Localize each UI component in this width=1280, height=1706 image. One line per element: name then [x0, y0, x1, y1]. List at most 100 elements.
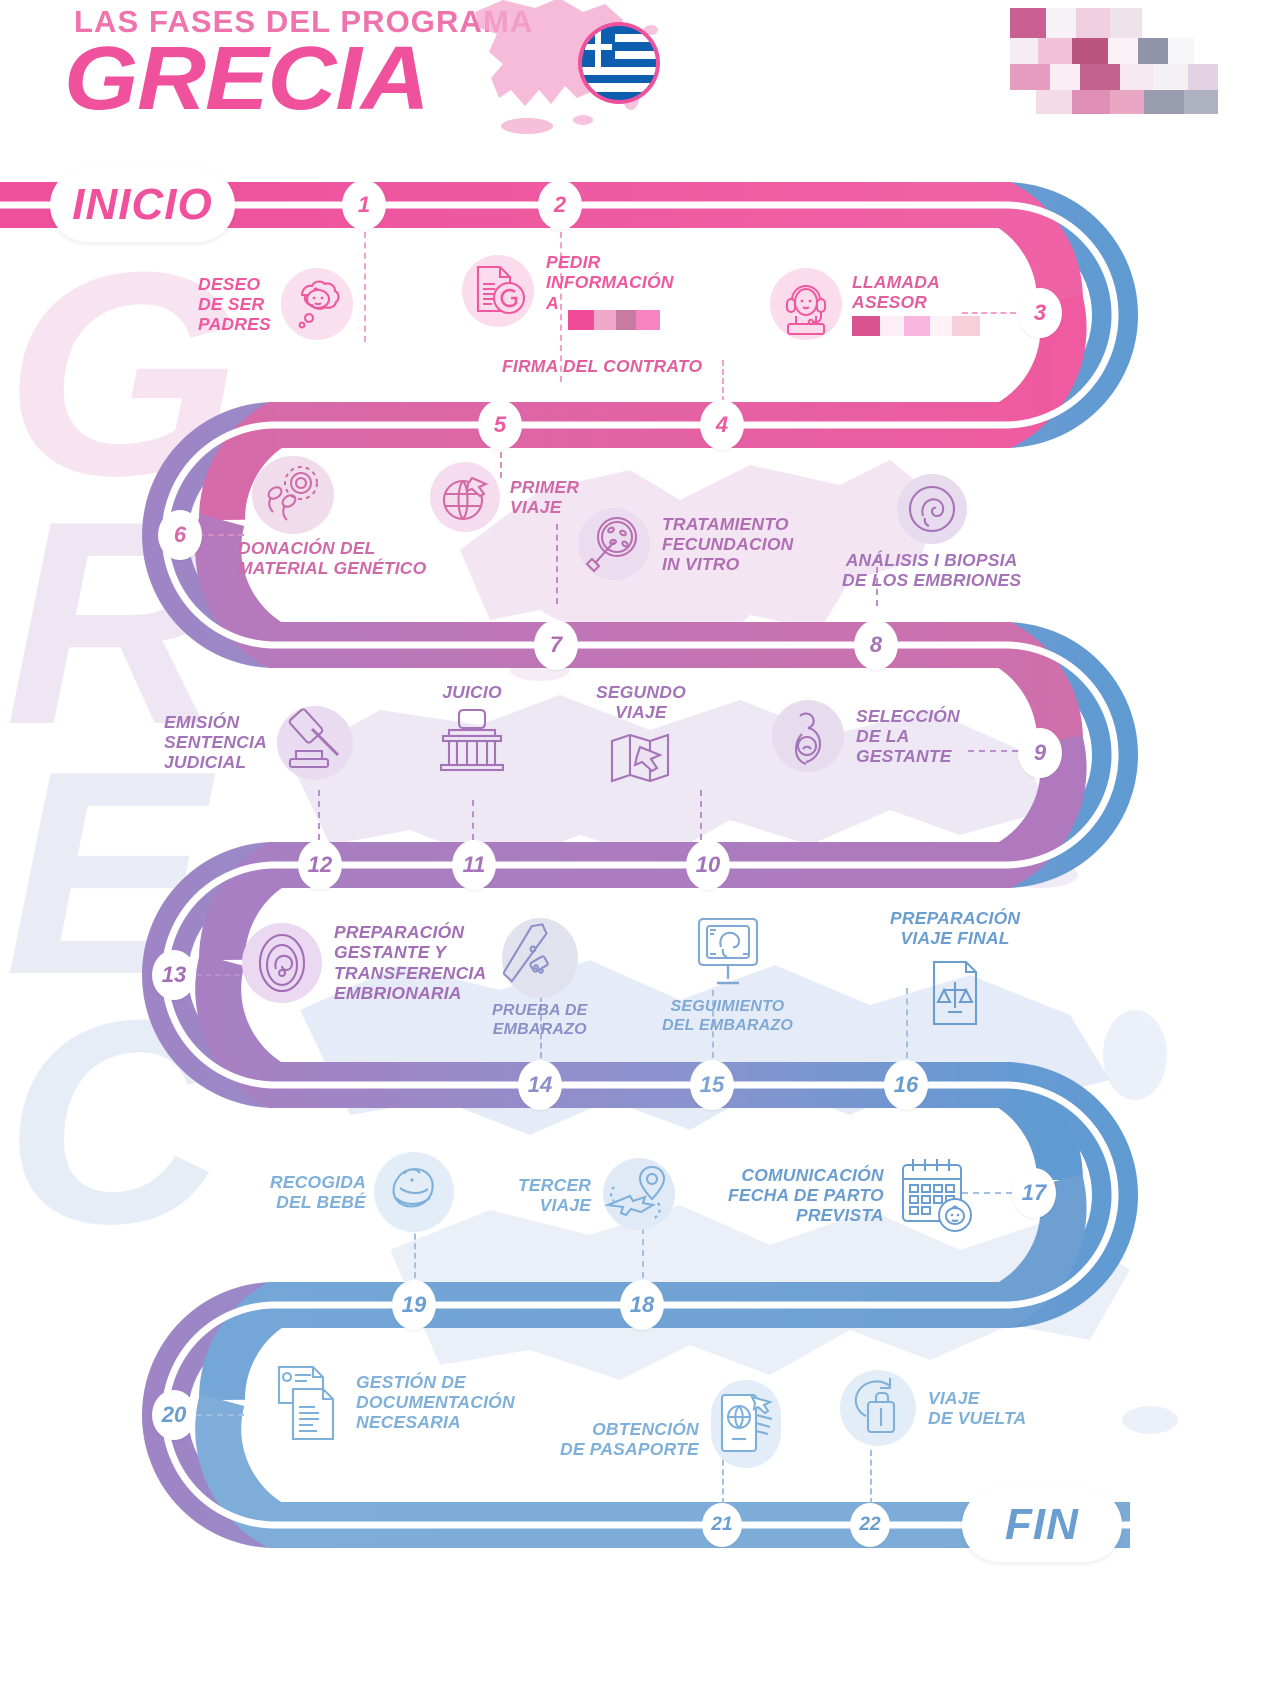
embryo-icon	[896, 474, 967, 544]
step-7[interactable]: TRATAMIENTO FECUNDACION IN VITRO	[578, 508, 794, 580]
step-6[interactable]: DONACIÓN DEL MATERIAL GENÉTICO	[238, 456, 426, 579]
step-number-1: 1	[357, 192, 371, 217]
connector-19	[414, 1224, 416, 1278]
step-badge-17[interactable]: 17	[1012, 1168, 1056, 1218]
step-15[interactable]: SEGUIMIENTO DEL EMBARAZO	[662, 912, 793, 1035]
step-12-label: EMISIÓN SENTENCIA JUDICIAL	[164, 711, 267, 773]
connector-22	[870, 1450, 872, 1504]
globe-plane-icon	[430, 462, 500, 532]
step-8-label: ANÁLISIS I BIOPSIA DE LOS EMBRIONES	[842, 550, 1022, 591]
step-20[interactable]: GESTIÓN DE DOCUMENTACIÓN NECESARIA	[270, 1360, 515, 1444]
connector-1	[364, 232, 366, 342]
step-badge-8[interactable]: 8	[854, 620, 898, 670]
step-5[interactable]: PRIMER VIAJE	[430, 462, 579, 532]
header: LAS FASES DEL PROGRAMA GRECIA	[0, 0, 1280, 160]
document-g-icon	[462, 255, 534, 328]
passport-ticket-icon	[707, 1380, 785, 1468]
step-20-label: GESTIÓN DE DOCUMENTACIÓN NECESARIA	[356, 1371, 515, 1433]
header-subtitle: LAS FASES DEL PROGRAMA	[74, 4, 534, 39]
step-2[interactable]: PEDIR INFORMACIÓN A	[462, 252, 674, 331]
step-15-label: SEGUIMIENTO DEL EMBARAZO	[662, 998, 793, 1034]
step-badge-2[interactable]: 2	[538, 180, 582, 230]
step-5-label: PRIMER VIAJE	[510, 476, 580, 517]
step-badge-13[interactable]: 13	[152, 950, 196, 1000]
step-12[interactable]: EMISIÓN SENTENCIA JUDICIAL	[164, 700, 361, 784]
step-10-label: SEGUNDO VIAJE	[596, 682, 686, 723]
step-badge-12[interactable]: 12	[298, 840, 342, 890]
step-18-label: TERCER VIAJE	[518, 1174, 592, 1215]
step-badge-1[interactable]: 1	[342, 180, 386, 230]
pregnancy-test-icon	[501, 918, 578, 998]
step-21[interactable]: OBTENCIÓN DE PASAPORTE	[560, 1380, 785, 1468]
step-number-9: 9	[1033, 740, 1047, 765]
pregnant-woman-icon	[772, 700, 844, 772]
step-number-4: 4	[715, 412, 729, 437]
sperm-ovule-icon	[252, 456, 334, 534]
documents-icon	[270, 1360, 344, 1444]
step-badge-20[interactable]: 20	[152, 1390, 196, 1440]
page-title: GRECIA	[64, 29, 430, 129]
step-number-22: 22	[859, 1514, 881, 1535]
step-number-12: 12	[307, 852, 333, 877]
step-4[interactable]: FIRMA DEL CONTRATO	[502, 356, 702, 376]
connector-10	[700, 790, 702, 840]
step-14-label: PRUEBA DE EMBARAZO	[492, 1002, 588, 1038]
greece-flag-icon	[578, 22, 660, 104]
step-badge-19[interactable]: 19	[392, 1280, 436, 1330]
step-badge-21[interactable]: 21	[702, 1503, 742, 1547]
step-22-label: VIAJE DE VUELTA	[928, 1387, 1027, 1428]
step-number-17: 17	[1021, 1180, 1047, 1205]
step-badge-3[interactable]: 3	[1018, 288, 1062, 338]
step-17[interactable]: COMUNICACIÓN FECHA DE PARTO PREVISTA	[728, 1152, 980, 1238]
step-7-label: TRATAMIENTO FECUNDACION IN VITRO	[662, 513, 794, 575]
step-badge-9[interactable]: 9	[1018, 728, 1062, 778]
step-number-10: 10	[695, 852, 721, 877]
step-18[interactable]: TERCER VIAJE	[518, 1158, 677, 1232]
step-badge-14[interactable]: 14	[518, 1060, 562, 1110]
step-10[interactable]: SEGUNDO VIAJE	[596, 682, 686, 789]
step-number-14: 14	[527, 1072, 553, 1097]
step-3[interactable]: LLAMADA ASESOR	[770, 268, 980, 340]
step-22[interactable]: VIAJE DE VUELTA	[840, 1370, 1026, 1446]
connector-3	[962, 312, 1016, 314]
gavel-icon	[273, 700, 361, 784]
step-badge-15[interactable]: 15	[690, 1060, 734, 1110]
step-badge-10[interactable]: 10	[686, 840, 730, 890]
connector-2	[560, 232, 562, 382]
step-badge-7[interactable]: 7	[534, 620, 578, 670]
step-number-18: 18	[629, 1292, 655, 1317]
step-badge-18[interactable]: 18	[620, 1280, 664, 1330]
swaddled-baby-icon	[373, 1152, 454, 1232]
step-number-19: 19	[401, 1292, 427, 1317]
step-11[interactable]: JUICIO	[428, 682, 516, 772]
connector-9	[968, 750, 1018, 752]
connector-13	[196, 974, 240, 976]
step-3-redacted-brand	[852, 316, 980, 337]
connector-6	[198, 534, 244, 536]
step-number-21: 21	[711, 1514, 733, 1535]
start-label: INICIO	[72, 180, 213, 229]
step-13-label: PREPARACIÓN GESTANTE Y TRANSFERENCIA EMB…	[334, 922, 487, 1003]
step-4-label: FIRMA DEL CONTRATO	[502, 356, 703, 376]
end-capsule[interactable]: FIN	[962, 1488, 1122, 1562]
step-19-label: RECOGIDA DEL BEBÉ	[270, 1171, 366, 1212]
step-1[interactable]: DESEO DE SER PADRES	[198, 268, 353, 340]
start-capsule[interactable]: INICIO	[50, 168, 235, 242]
end-label: FIN	[1005, 1500, 1079, 1549]
step-number-20: 20	[161, 1402, 187, 1427]
step-8[interactable]: ANÁLISIS I BIOPSIA DE LOS EMBRIONES	[842, 474, 1021, 591]
step-badge-22[interactable]: 22	[850, 1503, 890, 1547]
step-9[interactable]: SELECCIÓN DE LA GESTANTE	[772, 700, 960, 772]
step-badge-5[interactable]: 5	[478, 400, 522, 450]
step-16[interactable]: PREPARACIÓN VIAJE FINAL	[890, 908, 1020, 1031]
step-badge-4[interactable]: 4	[700, 400, 744, 450]
step-badge-16[interactable]: 16	[884, 1060, 928, 1110]
step-14[interactable]: PRUEBA DE EMBARAZO	[492, 918, 587, 1039]
step-3-label: LLAMADA ASESOR	[852, 271, 940, 312]
step-badge-6[interactable]: 6	[158, 510, 202, 560]
step-number-8: 8	[869, 632, 883, 657]
step-13[interactable]: PREPARACIÓN GESTANTE Y TRANSFERENCIA EMB…	[242, 922, 486, 1003]
step-badge-11[interactable]: 11	[452, 840, 496, 890]
connector-17	[962, 1192, 1012, 1194]
step-19[interactable]: RECOGIDA DEL BEBÉ	[270, 1152, 454, 1232]
